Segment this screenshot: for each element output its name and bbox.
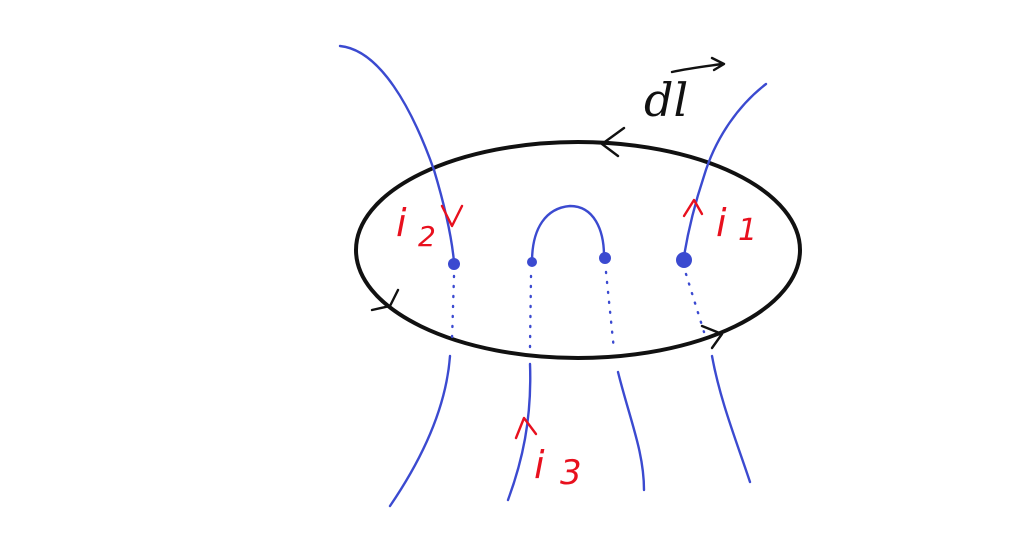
loop-direction-arrow-top	[600, 126, 626, 158]
wire-i3-crossing-point-right	[599, 252, 611, 264]
current-label-i3: i 3	[514, 416, 582, 493]
wire-i2-hidden	[450, 274, 456, 342]
i2-direction-arrow	[440, 204, 464, 228]
amperian-loop	[354, 140, 802, 360]
i1-direction-arrow	[682, 198, 704, 218]
wire-i1-hidden	[684, 272, 706, 334]
wire-i3-hidden-right	[604, 270, 616, 352]
i3-letter: i	[534, 443, 545, 487]
current-label-i1: i 1	[682, 198, 757, 248]
wire-i2-crossing-point	[448, 258, 460, 270]
i3-direction-arrow	[514, 416, 538, 440]
wire-i2-lower	[388, 354, 452, 508]
wire-i3-lower-right	[616, 370, 646, 492]
current-label-i2: i 2	[396, 201, 464, 253]
wire-i3-crossing-point-left	[527, 257, 537, 267]
wire-i3-lower-left	[506, 362, 532, 502]
loop-direction-arrow-right	[700, 324, 724, 350]
wire-i1-upper	[682, 82, 768, 258]
loop-direction-arrow-left	[370, 288, 400, 312]
wire-i3-hidden-left	[528, 274, 533, 350]
dl-vector-label: dl	[644, 56, 726, 127]
i1-subscript: 1	[738, 213, 757, 248]
wire-i1-lower	[710, 354, 752, 484]
i3-subscript: 3	[560, 453, 582, 493]
wire-i1-crossing-point	[676, 252, 692, 268]
wire-i3-arc	[530, 204, 606, 264]
i2-subscript: 2	[418, 220, 436, 253]
dl-vector-arrow	[670, 56, 726, 74]
wire-i2-upper	[338, 44, 456, 264]
i1-letter: i	[716, 201, 727, 245]
i2-letter: i	[396, 201, 407, 245]
dl-text: dl	[644, 73, 688, 127]
